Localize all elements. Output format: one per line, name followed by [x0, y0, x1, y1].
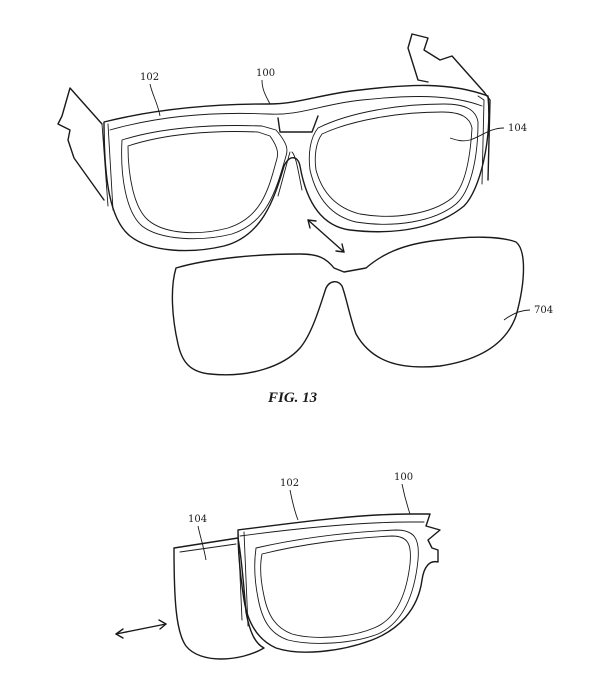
glasses-top-view	[57, 33, 491, 252]
figure-caption: FIG. 13	[267, 390, 318, 406]
double-arrow-bottom	[115, 619, 167, 639]
ref-704: 704	[534, 305, 553, 316]
frame-outer	[103, 84, 490, 252]
ref-100-top: 100	[256, 68, 275, 79]
glasses-bottom-view	[173, 513, 441, 660]
ref-102-top: 102	[140, 72, 159, 83]
ref-100-bottom: 100	[394, 472, 413, 483]
ref-104-bottom: 104	[188, 514, 207, 525]
double-arrow-top	[307, 219, 345, 253]
right-temple-arm	[407, 33, 485, 93]
left-temple-arm	[57, 87, 105, 201]
lens-insert-704	[171, 236, 525, 376]
ref-104-top: 104	[508, 123, 527, 134]
ref-102-bottom: 102	[280, 478, 299, 489]
